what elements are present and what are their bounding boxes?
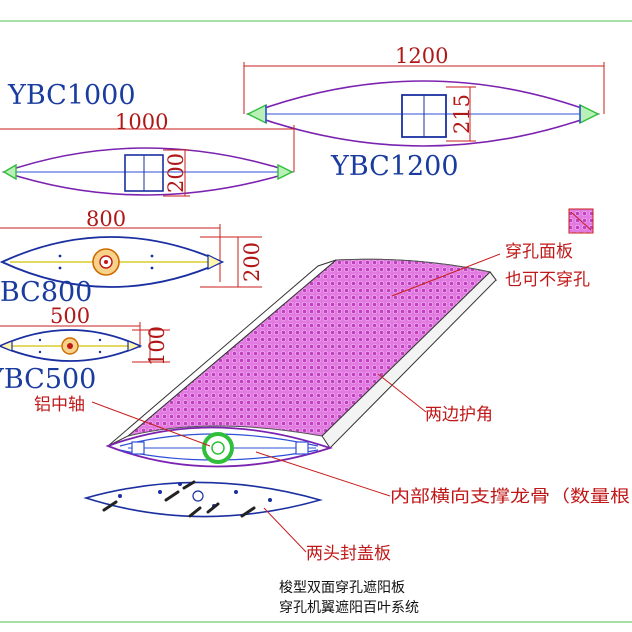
end-cap-left-1000 — [2, 163, 17, 181]
dim-label-100: 100 — [145, 326, 169, 366]
dim-label-500: 500 — [50, 304, 90, 328]
model-label-ybc800: YBC800 — [0, 277, 92, 308]
end-cap-right-800 — [207, 254, 224, 270]
perforation-sample-swatch — [568, 208, 594, 234]
end-cap-plate — [83, 480, 323, 518]
edge-guard-right — [321, 271, 497, 449]
dim-label-1000: 1000 — [115, 110, 168, 134]
end-cap-left-500 — [0, 340, 13, 352]
end-cap-right-500 — [127, 340, 142, 352]
leader-edge-guards — [377, 373, 427, 413]
model-label-ybc1200: YBC1200 — [330, 151, 459, 182]
caption-line-1: 梭型双面穿孔遮阳板 — [279, 579, 405, 596]
leader-internal-support — [255, 451, 391, 497]
section-ybc800: 800 200 YBC800 — [0, 207, 264, 308]
callout-aluminum-shaft: 铝中轴 — [34, 395, 85, 415]
section-ybc1000: YBC1000 1000 200 — [0, 80, 295, 197]
blade-3d-assembly — [105, 258, 498, 468]
dim-label-800: 800 — [86, 207, 126, 231]
callout-perforated-panel: 穿孔面板 — [505, 242, 573, 262]
leader-aluminum-shaft — [91, 401, 211, 447]
leader-lines — [91, 253, 501, 553]
leader-end-caps — [263, 507, 307, 553]
callout-edge-guards: 两边护角 — [425, 405, 493, 425]
caption-line-2: 穿孔机翼遮阳百叶系统 — [279, 600, 419, 616]
callout-end-caps: 两头封盖板 — [306, 544, 391, 564]
screw-icon — [102, 500, 118, 512]
leader-perforated-panel — [391, 253, 501, 297]
callout-perforation-optional: 也可不穿孔 — [505, 270, 590, 290]
model-label-ybc1000: YBC1000 — [7, 80, 136, 111]
end-cap-left-1200 — [246, 103, 267, 125]
end-cap-right-1200 — [579, 103, 600, 125]
model-label-ybc500: YBC500 — [0, 364, 96, 395]
dim-label-215: 215 — [450, 94, 474, 134]
dim-label-1200: 1200 — [395, 44, 448, 68]
end-cap-right-1000 — [277, 163, 294, 181]
section-ybc1200: 1200 215 YBC1200 — [243, 44, 605, 182]
dim-label-200b: 200 — [240, 242, 264, 282]
callout-internal-support: 内部横向支撑龙骨（数量根 — [390, 487, 630, 507]
section-ybc500: 500 100 YBC500 — [0, 304, 170, 395]
dim-label-200a: 200 — [164, 153, 188, 193]
